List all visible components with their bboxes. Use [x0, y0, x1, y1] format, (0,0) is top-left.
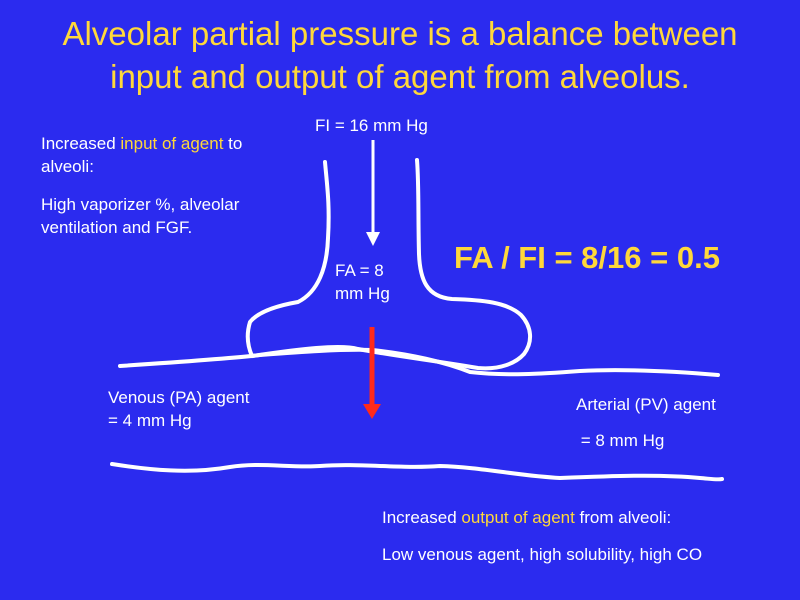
title-line-1: Alveolar partial pressure is a balance b… [62, 15, 738, 52]
capillary-lower-wall [110, 462, 724, 482]
slide-title: Alveolar partial pressure is a balance b… [0, 12, 800, 98]
arterial-label-line-2: = 8 mm Hg [576, 431, 665, 450]
venous-label: Venous (PA) agent = 4 mm Hg [108, 388, 250, 430]
output-note-heading: Increased output of agent from alveoli: [382, 508, 672, 527]
input-note-heading: Increased input of agent to alveoli: [41, 134, 243, 176]
arterial-label-line-1: Arterial (PV) agent [576, 395, 716, 414]
fa-label: FA = 8 mm Hg [335, 261, 390, 303]
title-line-2: input and output of agent from alveolus. [110, 58, 690, 95]
output-arrow-head [363, 404, 381, 419]
capillary-upper-wall [118, 347, 720, 377]
fa-fi-ratio-formula: FA / FI = 8/16 = 0.5 [454, 240, 720, 275]
input-arrow-head [366, 232, 380, 246]
input-note-detail: High vaporizer %, alveolar ventilation a… [41, 195, 240, 237]
output-of-agent-highlight: output of agent [461, 508, 575, 527]
output-note-detail: Low venous agent, high solubility, high … [382, 545, 703, 564]
fi-label: FI = 16 mm Hg [315, 116, 428, 135]
input-of-agent-highlight: input of agent [120, 134, 224, 153]
